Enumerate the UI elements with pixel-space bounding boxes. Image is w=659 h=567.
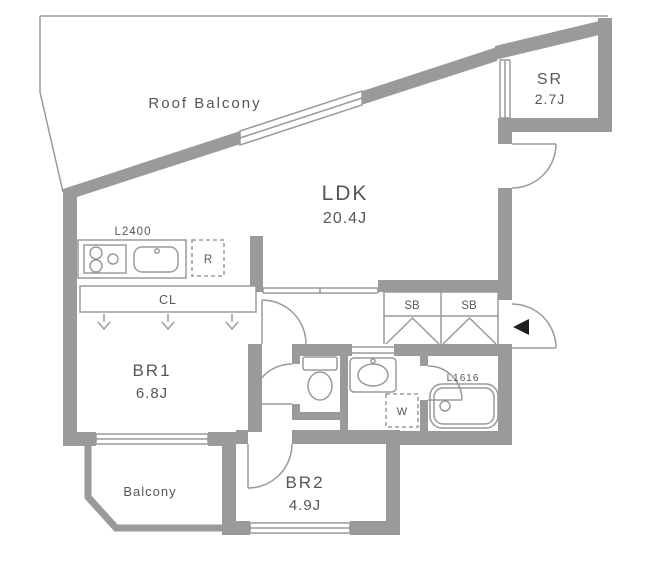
kitchen-divider-wall [250, 236, 263, 292]
sink-icon [133, 246, 179, 273]
closet-band [79, 285, 257, 313]
sanitary-top-wall [292, 344, 512, 356]
ldk-label: LDK [322, 182, 369, 205]
sr-label: SR [537, 71, 563, 88]
roof-balcony-window-icon [239, 89, 363, 147]
balcony-label: Balcony [123, 484, 176, 499]
balcony-rail [84, 446, 222, 532]
washer-label: W [397, 406, 408, 418]
refrigerator-label: R [204, 254, 212, 266]
sr-room-walls [495, 18, 612, 132]
br1-size: 6.8J [136, 385, 168, 402]
sb-left-label: SB [404, 300, 420, 312]
bathtub-label: L1616 [447, 373, 480, 384]
br2-window-icon [249, 520, 351, 536]
refrigerator-space [191, 239, 225, 277]
br2-label: BR2 [285, 473, 324, 492]
sr-window-icon [499, 59, 511, 119]
br2-size: 4.9J [289, 497, 321, 514]
entrance-marker-icon [513, 319, 529, 335]
sb-top-wall [378, 280, 512, 292]
sr-size: 2.7J [535, 91, 565, 107]
br2-door-arc-icon [247, 443, 293, 489]
sr-door-arc-icon [511, 143, 557, 189]
toilet-door-arc-icon [251, 363, 293, 405]
bathtub-icon [429, 383, 499, 429]
bottom-right-wall [396, 431, 512, 445]
sb-door-swing-icon [383, 316, 499, 345]
roof-balcony-outline [39, 15, 608, 193]
hall-divider-icon [262, 287, 379, 294]
vanity-icon [349, 357, 397, 393]
br1-window-icon [95, 431, 209, 447]
stove-icon [83, 244, 127, 274]
sb-cabinet [383, 291, 499, 317]
left-wall [63, 189, 77, 446]
sb-right-label: SB [461, 300, 477, 312]
bath-divider-wall [420, 356, 428, 431]
roof-balcony-label: Roof Balcony [148, 95, 261, 112]
br1-door-arc-icon [261, 299, 307, 345]
toilet-room-walls [292, 356, 348, 431]
br1-label: BR1 [132, 361, 171, 380]
right-wall [498, 132, 512, 445]
closet-label: CL [159, 293, 177, 307]
hanger-icon [97, 314, 239, 331]
ldk-size: 20.4J [323, 210, 367, 227]
toilet-icon [302, 356, 338, 401]
entrance-door-arc-icon [511, 303, 557, 349]
kitchen-counter-label: L2400 [115, 226, 152, 238]
washer-space [385, 393, 419, 428]
